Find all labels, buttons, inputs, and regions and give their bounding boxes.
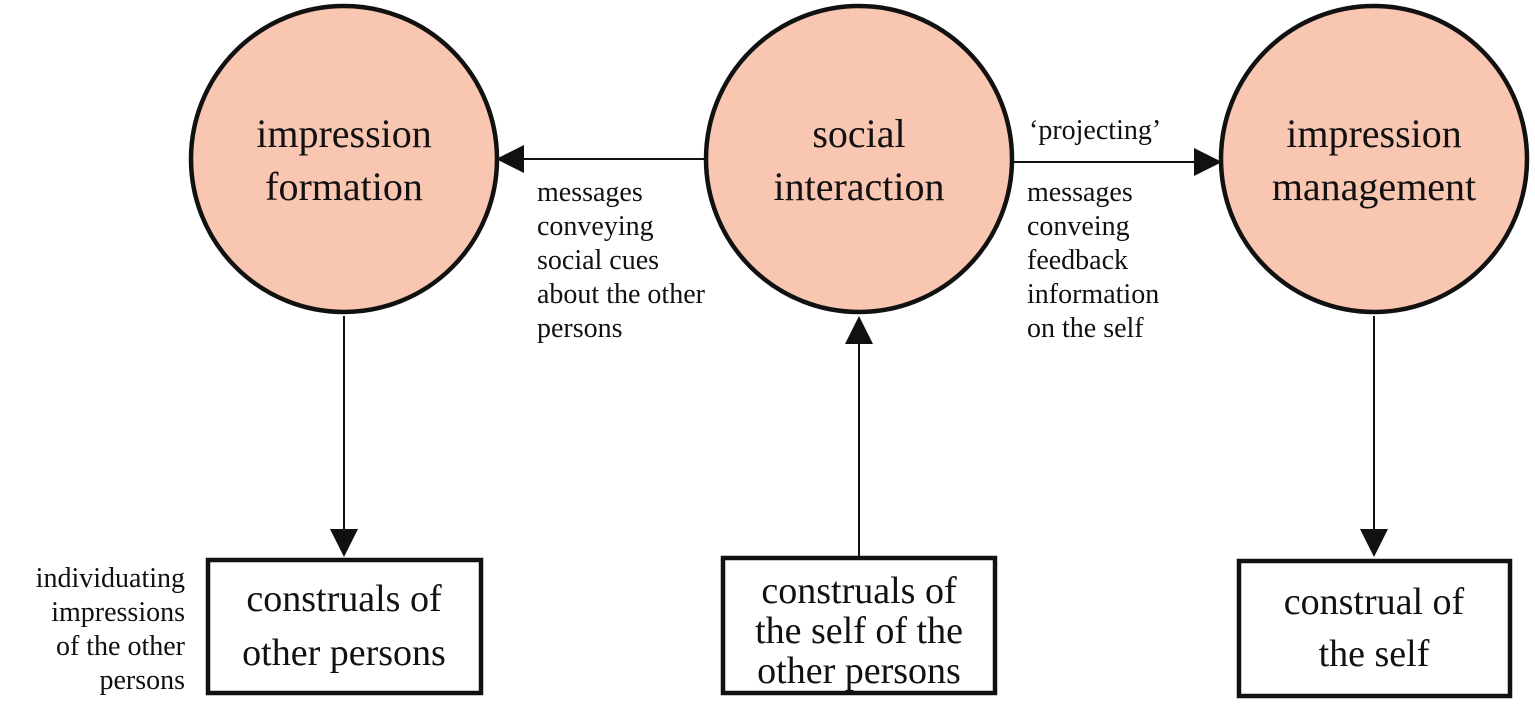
feedback-line2: conveing (1027, 211, 1130, 242)
impression-formation-label-line2: formation (265, 164, 423, 209)
social-cues-line2: conveying (537, 211, 654, 242)
feedback-line1: messages (1027, 177, 1133, 208)
arrowhead-right (1194, 148, 1222, 176)
node-impression-management: impression management (1218, 3, 1530, 315)
box-other-persons-frame (205, 557, 484, 696)
social-cues-line4: about the other (537, 279, 706, 310)
social-interaction-label-line1: social (812, 111, 905, 156)
box-self-frame (1236, 558, 1513, 699)
label-social-cues: messages conveying social cues about the… (537, 177, 706, 344)
impression-formation-label-line1: impression (256, 111, 432, 156)
box-construal-of-the-self: construal of the self (1236, 558, 1513, 699)
arrowhead-down-left (330, 529, 358, 557)
box-self-of-others-frame (720, 555, 998, 696)
social-cues-line5: persons (537, 313, 623, 344)
feedback-line5: on the self (1027, 313, 1144, 344)
impression-formation-circle (188, 3, 500, 315)
box-self-line2: the self (1319, 633, 1430, 675)
social-interaction-circle (703, 3, 1015, 315)
individuating-line2: impressions (51, 597, 185, 628)
individuating-line4: persons (99, 665, 185, 696)
feedback-line4: information (1027, 279, 1159, 310)
arrowhead-down-right (1360, 529, 1388, 557)
arrowhead-up (845, 316, 873, 344)
label-individuating: individuating impressions of the other p… (36, 563, 186, 696)
box-self-of-others-line1: construals of (761, 570, 957, 612)
impression-management-label-line2: management (1272, 164, 1476, 209)
arrowhead-left (496, 145, 524, 173)
label-feedback: messages conveing feedback information o… (1027, 177, 1159, 344)
social-interaction-label-line2: interaction (773, 164, 944, 209)
node-social-interaction: social interaction (703, 3, 1015, 315)
social-cues-line1: messages (537, 177, 643, 208)
box-other-persons-line1: construals of (246, 578, 442, 620)
box-self-of-others-line2: the self of the (755, 610, 963, 652)
box-self-of-others-line3: other persons (757, 650, 961, 692)
impression-management-label-line1: impression (1286, 111, 1462, 156)
box-construals-of-self-of-others: construals of the self of the other pers… (720, 555, 998, 696)
individuating-line3: of the other (56, 631, 186, 662)
individuating-line1: individuating (36, 563, 185, 594)
box-self-line1: construal of (1284, 581, 1465, 623)
impression-management-circle (1218, 3, 1530, 315)
feedback-line3: feedback (1027, 245, 1128, 276)
node-impression-formation: impression formation (188, 3, 500, 315)
social-cues-line3: social cues (537, 245, 659, 276)
box-construals-of-other-persons: construals of other persons (205, 557, 484, 696)
box-other-persons-line2: other persons (242, 632, 446, 674)
label-projecting: ‘projecting’ (1029, 115, 1161, 146)
